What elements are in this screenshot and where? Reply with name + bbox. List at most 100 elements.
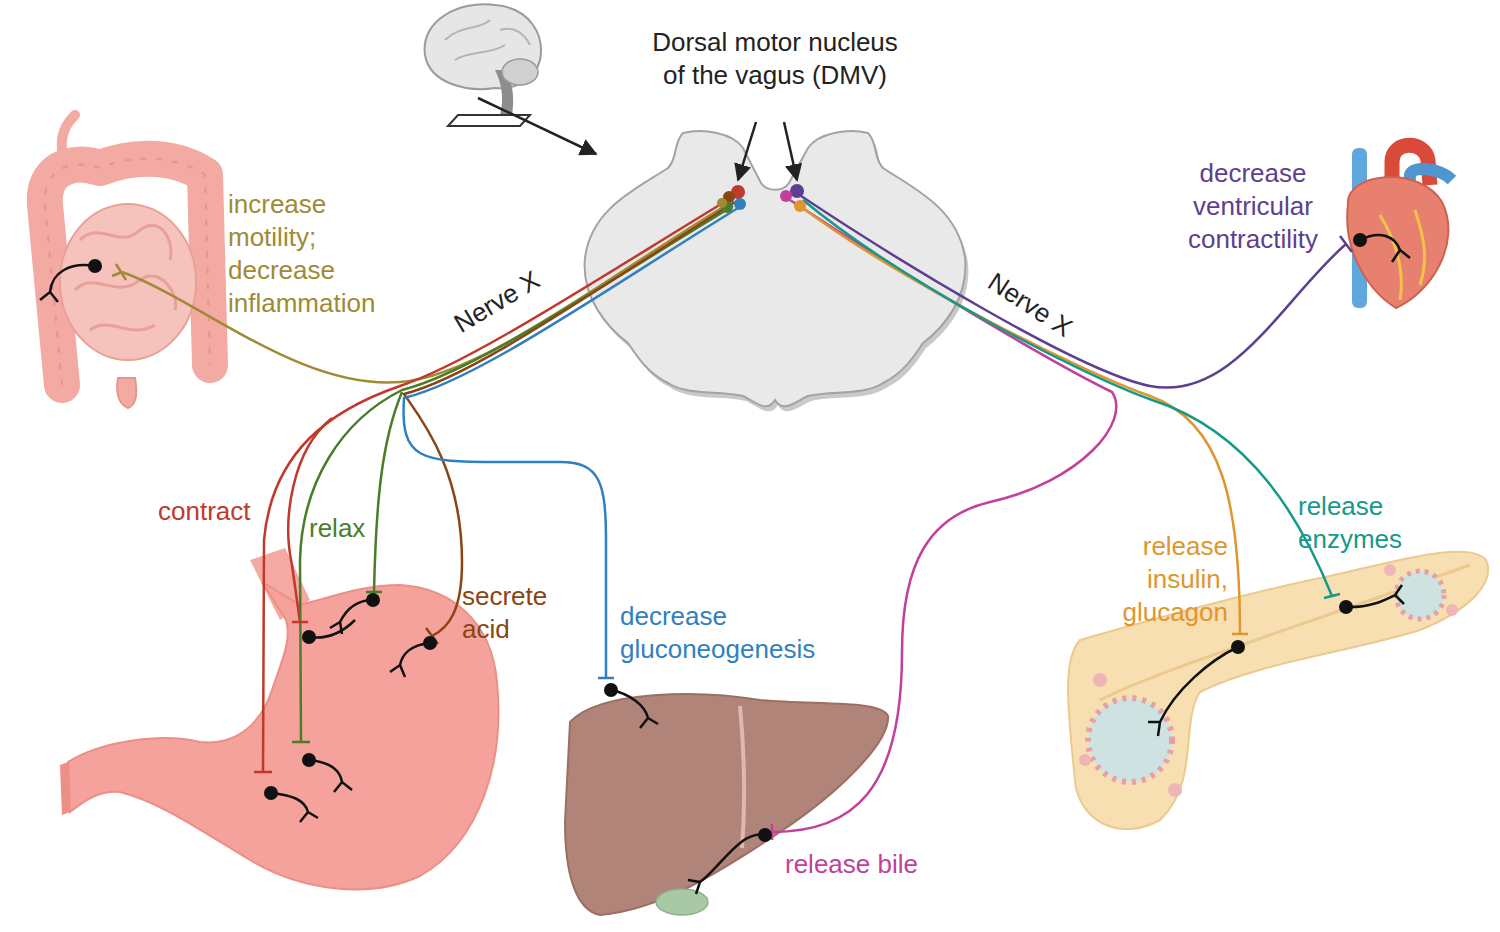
pancreas-outline: [1068, 552, 1488, 829]
pointer-arrow: [478, 98, 596, 154]
nerve-terminal: [771, 824, 774, 840]
intestine-coils: [75, 225, 176, 330]
liver-illustration: [565, 694, 888, 915]
neuron-axon: [1360, 235, 1410, 262]
acinus: [1446, 604, 1458, 616]
neuron-soma: [302, 630, 316, 644]
nerve-name: Nerve X: [982, 266, 1079, 345]
neuron-axon: [309, 760, 352, 792]
nerve-terminal: [426, 628, 438, 644]
neuron-axon: [40, 265, 95, 302]
dmv-neuron: [790, 184, 804, 198]
effect-label: secrete acid: [462, 580, 582, 646]
heart-outline: [1347, 177, 1448, 308]
nerve-terminal: [1324, 594, 1340, 598]
neuron-soma: [1339, 600, 1353, 614]
nerve-terminal: [292, 741, 310, 744]
neuron-axon: [309, 620, 355, 638]
neuron-soma: [264, 786, 278, 800]
neuron-axon: [688, 835, 765, 894]
coronary-vessels: [1380, 210, 1425, 300]
duodenum: [60, 762, 70, 815]
effect-label: decrease gluconeogenesis: [620, 600, 855, 666]
colon-folds: [45, 159, 210, 385]
brain-icon: [425, 4, 541, 126]
neuron-soma: [366, 593, 380, 607]
neuron-axon: [390, 643, 430, 677]
right-vagus-bundle: [772, 194, 1346, 832]
neuron-axon: [330, 600, 373, 634]
nerve-terminal: [1340, 236, 1352, 252]
nerve-fiber: [122, 204, 728, 383]
neuron-soma: [423, 636, 437, 650]
nerve-fiber: [800, 206, 1240, 634]
appendix: [62, 115, 75, 150]
effect-label: relax: [309, 512, 365, 545]
islet: [1396, 571, 1444, 619]
nerve-terminal: [598, 677, 614, 680]
pancreas-illustration: [1068, 552, 1488, 829]
heart-illustration: [1347, 145, 1452, 308]
neuron-axon: [1148, 647, 1238, 736]
islet: [1088, 698, 1172, 782]
neuron-soma: [604, 683, 618, 697]
nerve-fiber: [803, 200, 1332, 596]
section-plane: [448, 115, 530, 126]
nerve-fiber: [404, 202, 735, 636]
neuron-soma: [1231, 640, 1245, 654]
neuron-soma: [302, 753, 316, 767]
dmv-neuron: [723, 191, 735, 203]
effect-label: release enzymes: [1298, 490, 1433, 556]
acinus: [1093, 673, 1107, 687]
dmv-neuron: [731, 185, 745, 199]
acinus: [1384, 564, 1396, 576]
node-heading: Dorsal motor nucleus of the vagus (DMV): [650, 26, 900, 92]
dmv-neuron: [734, 198, 746, 210]
acinus: [1168, 783, 1182, 797]
liver-ligament: [740, 706, 744, 848]
effect-label: increase motility; decrease inflammation: [228, 188, 413, 320]
gallbladder: [656, 889, 708, 915]
effect-label: decrease ventricular contractility: [1167, 157, 1339, 256]
pointer-arrow: [784, 122, 797, 180]
nerve-fiber: [374, 392, 402, 592]
postganglionic-neurons: [40, 235, 1410, 894]
neuron-soma: [758, 828, 772, 842]
nerve-fiber: [772, 200, 1116, 832]
nerve-name: Nerve X: [448, 264, 546, 341]
colon: [45, 159, 210, 385]
nerve-terminal: [366, 591, 382, 594]
cerebellum: [502, 59, 538, 85]
neuron-axon: [611, 690, 658, 728]
dmv-neuron: [721, 201, 733, 213]
nerve-terminal: [292, 621, 308, 624]
medulla-outline: [583, 128, 967, 414]
dmv-neuron: [780, 190, 792, 202]
neuron-soma: [1353, 233, 1367, 247]
brain-folds: [445, 20, 530, 60]
nerve-terminal: [1232, 633, 1248, 636]
neuron-axon: [1346, 585, 1404, 607]
left-vagus-bundle: [122, 198, 738, 772]
medulla-section: Dorsal motor nucleus of the vagus (DMV): [583, 128, 967, 414]
nerve-fiber: [798, 194, 1346, 388]
pointer-arrow: [738, 122, 756, 180]
medulla-shape: [585, 131, 966, 406]
dmv-neurons: [717, 184, 806, 213]
rectum: [117, 378, 136, 408]
dmv-neuron: [717, 198, 727, 208]
effect-label: release bile: [785, 848, 918, 881]
small-intestine: [60, 204, 196, 360]
neuron-soma: [88, 259, 102, 273]
intestine-illustration: [45, 115, 210, 408]
neuron-cell-bodies: [88, 233, 1367, 842]
nerve-terminals: [112, 236, 1352, 840]
acinus: [1079, 754, 1091, 766]
effect-label: contract: [158, 495, 251, 528]
neuron-axon: [271, 793, 318, 822]
stomach-illustration: [60, 548, 498, 889]
